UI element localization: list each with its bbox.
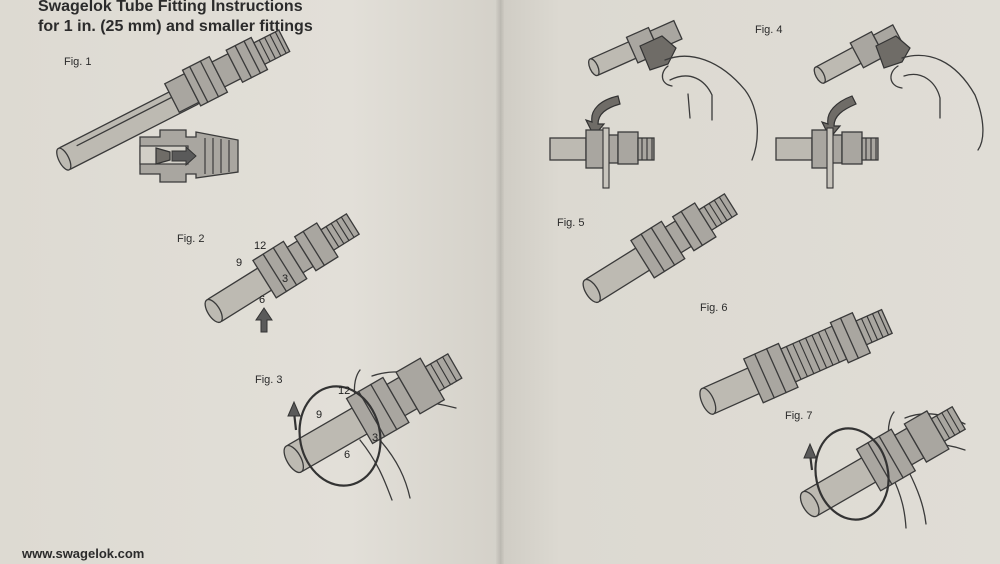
fig-1-illustration [56, 29, 291, 183]
fig-2-label: Fig. 2 [177, 233, 205, 245]
fig-4-right-gap-view [775, 127, 879, 189]
fig-3-illustration: 12 9 3 6 [283, 352, 463, 501]
fig-2-mark-9: 9 [236, 257, 242, 269]
fig-1-label: Fig. 1 [64, 56, 92, 68]
fig-5-label: Fig. 5 [557, 217, 585, 229]
fig-6-illustration [699, 308, 894, 415]
fig-3-label: Fig. 3 [255, 374, 283, 386]
title-line-2: for 1 in. (25 mm) and smaller fittings [38, 18, 313, 35]
fig-7-illustration [799, 405, 967, 529]
fig-1-cutaway [139, 129, 239, 183]
fig-3-mark-12: 12 [338, 385, 350, 397]
fig-3-mark-9: 9 [316, 409, 322, 421]
fig-2-mark-6: 6 [259, 294, 265, 306]
fig-4-label: Fig. 4 [755, 24, 783, 36]
fig-2-illustration: 12 9 3 6 [204, 212, 361, 333]
document-title: Swagelok Tube Fitting Instructions for 1… [38, 0, 313, 37]
fig-3-mark-6: 6 [344, 449, 350, 461]
fig-6-label: Fig. 6 [700, 302, 728, 314]
fig-2-arrow [255, 307, 273, 333]
fig-3-mark-3: 3 [372, 432, 378, 444]
page-fold [496, 0, 504, 564]
fig-4-left-gap-view [549, 127, 655, 189]
fig-4-illustration [549, 19, 984, 189]
fig-2-mark-3: 3 [282, 273, 288, 285]
title-line-1: Swagelok Tube Fitting Instructions [38, 0, 303, 15]
fig-2-mark-12: 12 [254, 240, 266, 252]
footer-url: www.swagelok.com [22, 546, 145, 561]
fig-5-illustration [582, 192, 739, 304]
fig-7-label: Fig. 7 [785, 410, 813, 422]
